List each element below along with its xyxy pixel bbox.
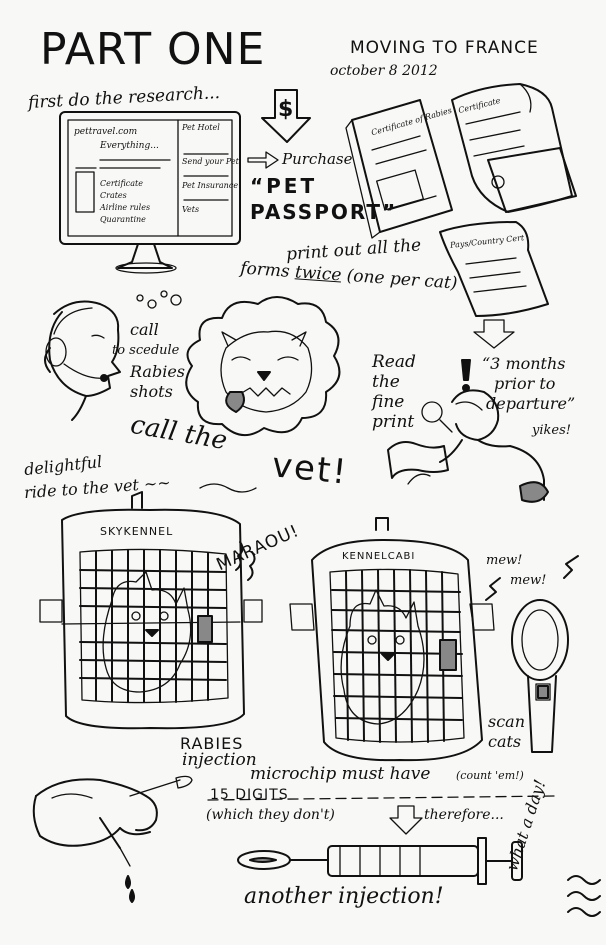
carrier-grid-1 xyxy=(79,549,227,703)
mew-text-2: mew! xyxy=(510,573,547,588)
kennel-1-label: SKYKENNEL xyxy=(100,525,174,538)
sound-lines xyxy=(235,541,579,601)
pet-label: “PET xyxy=(250,174,318,198)
screen-list-item: Certificate xyxy=(100,179,143,188)
digits-text: 15 DIGITS xyxy=(210,787,289,803)
screen-list-item: Crates xyxy=(100,191,127,200)
country-certificate-document xyxy=(439,221,549,317)
kennel-2-label: KENNELCABI xyxy=(342,551,416,562)
print-text: forms xyxy=(239,258,296,283)
curled-form-document xyxy=(451,83,577,213)
dashed-divider xyxy=(207,795,557,801)
page-date: october 8 2012 xyxy=(330,63,438,79)
svg-text:$: $ xyxy=(278,97,293,122)
cat-on-phone-thought-cloud xyxy=(185,296,341,436)
arrow-down-icon xyxy=(473,319,515,349)
screen-list-item: Quarantine xyxy=(100,215,146,224)
scan-line-2: cats xyxy=(488,732,522,751)
screen-side-item: Pet Insurance xyxy=(182,181,239,190)
page-subtitle: MOVING TO FRANCE xyxy=(350,38,539,58)
call-line-1: call xyxy=(130,320,159,339)
count-text: (count 'em!) xyxy=(456,769,524,782)
tilde-squiggle xyxy=(199,483,257,493)
screen-list-item: Airline rules xyxy=(100,203,151,212)
kennel-cabin-carrier xyxy=(289,517,495,762)
arrow-right-icon xyxy=(247,151,279,169)
passport-label: PASSPORT” xyxy=(250,200,398,224)
computer-monitor-icon xyxy=(59,111,241,274)
dollar-arrow-icon: $ xyxy=(261,89,311,143)
microchip-text: microchip must have xyxy=(250,764,431,784)
arrow-down-icon xyxy=(389,805,423,835)
screen-site: pettravel.com xyxy=(74,127,138,137)
exclamation-icon xyxy=(461,359,471,392)
purchase-label: Purchase xyxy=(282,150,353,168)
call-line-4: shots xyxy=(130,382,173,401)
syringe-icon xyxy=(237,837,523,885)
call-line-2: to scedule xyxy=(112,343,180,358)
screen-everything: Everything... xyxy=(100,141,159,151)
another-injection-text: another injection! xyxy=(244,884,444,909)
scan-line-1: scan xyxy=(488,712,526,731)
person-with-headset xyxy=(44,300,121,421)
vet-text: vet! xyxy=(270,445,350,493)
quote-line-2: prior to xyxy=(494,374,556,393)
print-emphasis: twice xyxy=(294,262,343,286)
screen-side-item: Vets xyxy=(182,205,200,214)
read-line: the xyxy=(372,372,400,392)
rabies-label: RABIES xyxy=(180,734,244,753)
read-line: Read xyxy=(372,352,416,372)
call-line-3: Rabies xyxy=(130,362,185,381)
woman-with-magnifier xyxy=(387,389,549,503)
thought-bubbles xyxy=(136,290,182,309)
quote-line-3: departure” xyxy=(486,394,576,413)
mew-text-1: mew! xyxy=(486,553,523,568)
read-line: fine xyxy=(372,392,405,412)
screen-side-item: Send your Pet xyxy=(182,157,239,166)
microchip-scanner-icon xyxy=(511,599,569,753)
screen-side-item: Pet Hotel xyxy=(182,123,220,132)
rabies-certificate-document xyxy=(345,99,453,239)
which-text: (which they don't) xyxy=(206,807,335,823)
hand-with-syringe xyxy=(32,775,193,903)
injection-label: injection xyxy=(182,750,257,770)
page-title: PART ONE xyxy=(40,24,266,75)
sky-kennel-carrier xyxy=(39,491,263,730)
squiggle-decoration xyxy=(567,875,601,917)
therefore-text: therefore... xyxy=(424,807,504,823)
quote-line-1: “3 months xyxy=(482,354,566,373)
read-line: print xyxy=(372,412,415,432)
yikes-text: yikes! xyxy=(532,423,571,438)
